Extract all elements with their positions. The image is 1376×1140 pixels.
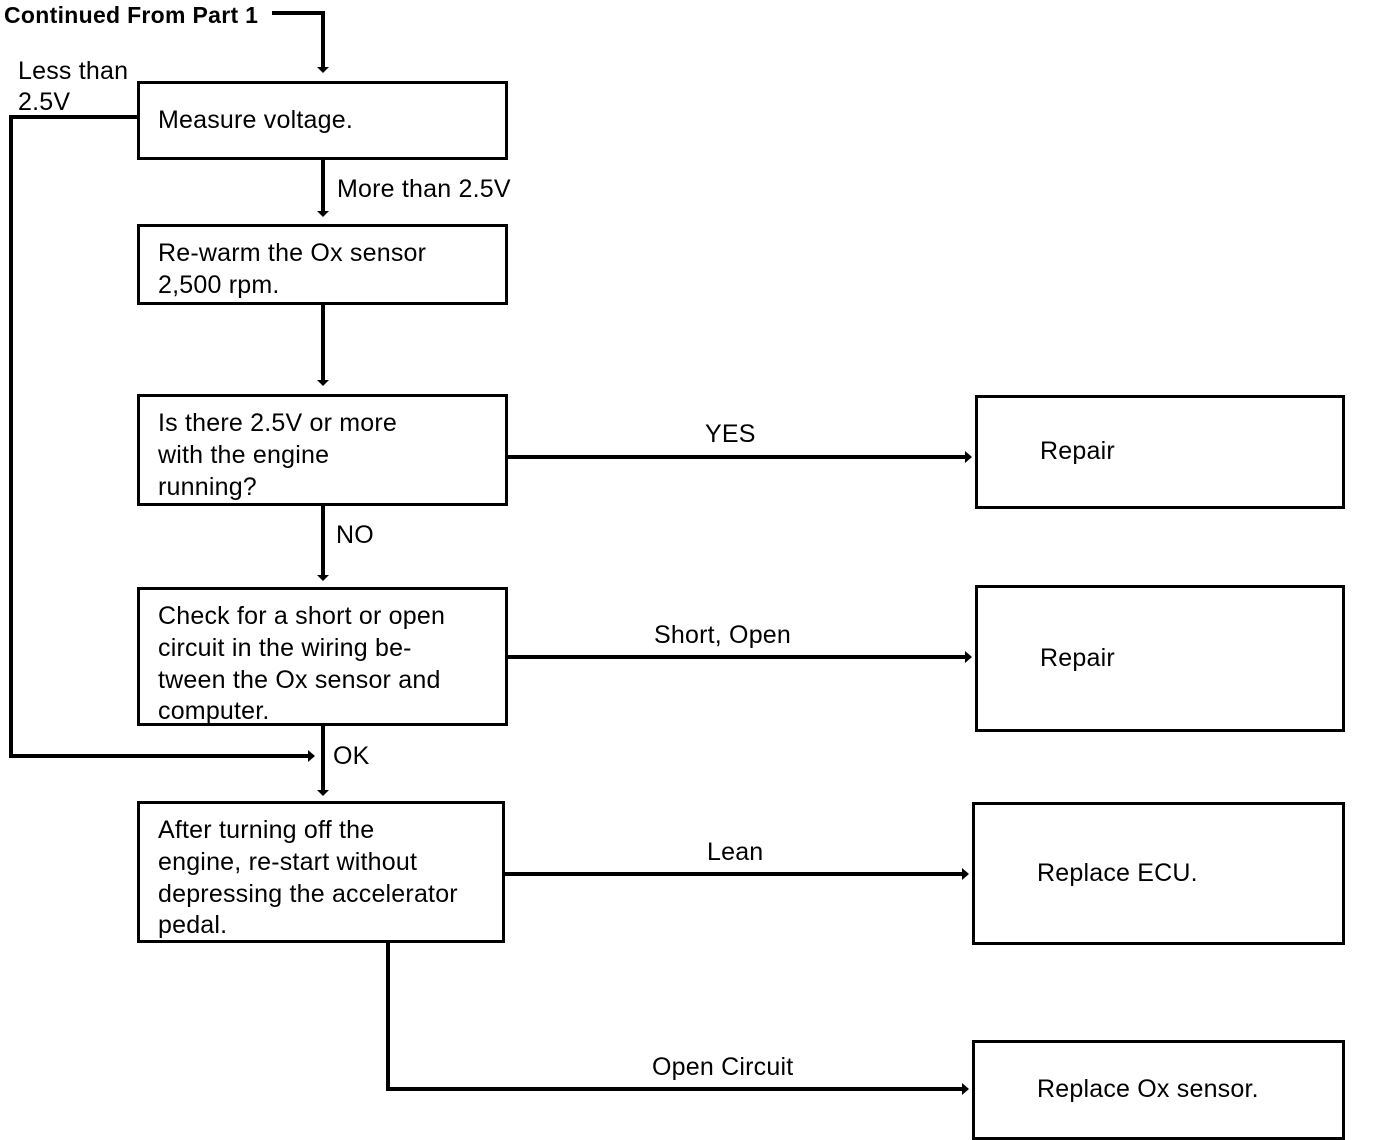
node-measure-voltage[interactable]: Measure voltage. [137,81,508,160]
node-replace-ecu[interactable]: Replace ECU. [972,802,1345,945]
node-is-there-2-5v[interactable]: Is there 2.5V or more with the engine ru… [137,394,508,506]
node-measure-voltage-label: Measure voltage. [158,105,353,134]
edge-label-short-open: Short, Open [654,621,792,649]
node-is-there-2-5v-label: Is there 2.5V or more with the engine ru… [158,409,398,501]
edge-label-ok: OK [333,742,370,770]
node-replace-ecu-label: Replace ECU. [1037,858,1198,887]
edge-label-lean: Lean [707,838,764,866]
edge-label-yes: YES [705,420,756,448]
edge-label-more-than-2-5v: More than 2.5V [337,175,511,203]
node-re-warm-sensor[interactable]: Re-warm the Ox sensor 2,500 rpm. [137,224,508,305]
node-after-turning-off-label: After turning off the engine, re-start w… [158,816,458,940]
node-repair-short-open-label: Repair [1040,643,1115,672]
node-repair-yes[interactable]: Repair [975,395,1345,509]
edge-label-open-circuit: Open Circuit [652,1053,794,1081]
node-re-warm-sensor-label: Re-warm the Ox sensor 2,500 rpm. [158,239,427,299]
edge-label-less-than-2-5v: Less than 2.5V [18,57,129,116]
node-replace-ox-sensor[interactable]: Replace Ox sensor. [972,1040,1345,1140]
node-check-short-open[interactable]: Check for a short or open circuit in the… [137,587,508,726]
node-repair-yes-label: Repair [1040,437,1115,466]
node-replace-ox-sensor-label: Replace Ox sensor. [1037,1075,1259,1104]
edge-label-no: NO [336,521,374,549]
node-check-short-open-label: Check for a short or open circuit in the… [158,602,446,726]
node-after-turning-off[interactable]: After turning off the engine, re-start w… [137,801,505,943]
connector-entry [272,11,329,73]
node-repair-short-open[interactable]: Repair [975,585,1345,732]
connector-less-than-2-5v [9,115,315,762]
entry-label-continued-from-part-1: Continued From Part 1 [4,2,259,28]
connector-open-circuit [386,943,969,1095]
